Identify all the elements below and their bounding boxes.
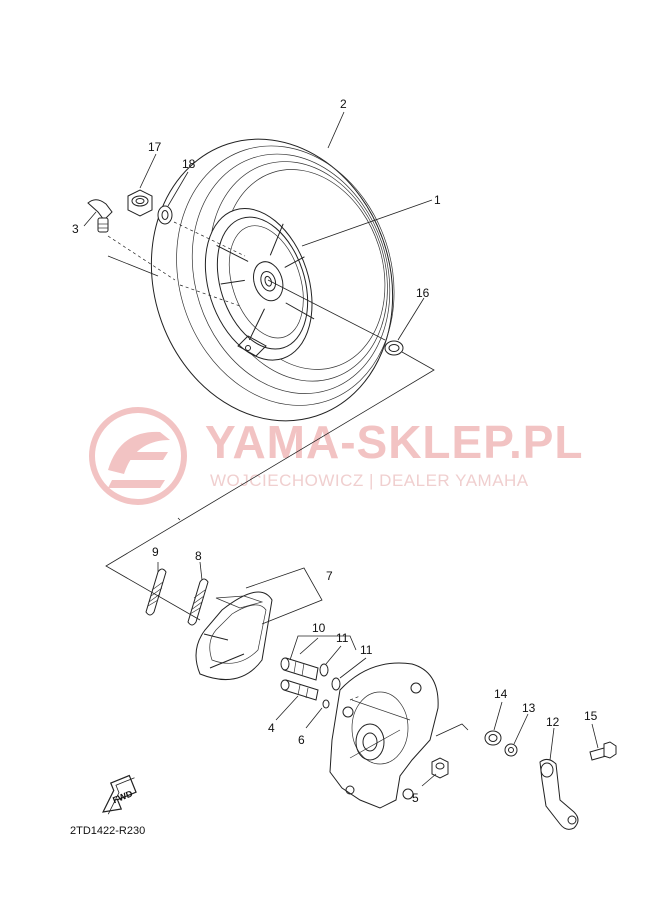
o-ring-11b bbox=[331, 677, 341, 691]
washer-14 bbox=[484, 730, 502, 746]
watermark-logo bbox=[89, 407, 187, 505]
anchor-pin bbox=[280, 679, 319, 701]
callout-18: 18 bbox=[182, 157, 196, 171]
watermark: YAMA-SKLEP.PL WOJCIECHOWICZ | DEALER YAM… bbox=[89, 407, 584, 505]
diagram-code: 2TD1422-R230 bbox=[70, 825, 145, 837]
callout-16: 16 bbox=[416, 286, 430, 300]
o-ring-6 bbox=[322, 699, 330, 709]
callout-10: 10 bbox=[312, 621, 326, 635]
wheel-assembly bbox=[150, 138, 395, 422]
leader-8 bbox=[199, 561, 203, 581]
callout-7: 7 bbox=[326, 569, 333, 583]
watermark-title: YAMA-SKLEP.PL bbox=[205, 416, 584, 468]
leader-11a bbox=[325, 645, 342, 665]
washer-18 bbox=[157, 205, 173, 225]
leader-6 bbox=[305, 707, 323, 729]
plate-nut bbox=[431, 757, 449, 779]
callout-5: 5 bbox=[412, 791, 419, 805]
washer-13 bbox=[504, 743, 518, 757]
leader-10 bbox=[299, 637, 319, 655]
callout-12: 12 bbox=[546, 715, 560, 729]
callout-6: 6 bbox=[298, 733, 305, 747]
callout-9: 9 bbox=[152, 545, 159, 559]
brake-plate bbox=[329, 662, 439, 809]
callout-14: 14 bbox=[494, 687, 508, 701]
callout-1: 1 bbox=[434, 193, 441, 207]
callout-11a: 11 bbox=[336, 631, 349, 645]
brake-cam bbox=[280, 657, 319, 681]
leader-1 bbox=[301, 199, 433, 247]
watermark-subtitle: WOJCIECHOWICZ | DEALER YAMAHA bbox=[210, 471, 529, 490]
callout-15: 15 bbox=[584, 709, 598, 723]
callout-13: 13 bbox=[522, 701, 536, 715]
callout-2: 2 bbox=[340, 97, 347, 111]
callout-8: 8 bbox=[195, 549, 202, 563]
axle-nut bbox=[127, 189, 153, 217]
brake-spring-9 bbox=[145, 568, 167, 616]
callout-17: 17 bbox=[148, 140, 162, 154]
leader-13 bbox=[513, 713, 529, 745]
leader-16 bbox=[397, 297, 425, 341]
leader-17 bbox=[139, 153, 157, 189]
rim bbox=[204, 208, 315, 361]
leader-11b bbox=[339, 657, 367, 679]
circlip-16 bbox=[384, 340, 404, 356]
callout-3: 3 bbox=[72, 222, 79, 236]
leader-18 bbox=[167, 171, 189, 207]
leader-2 bbox=[327, 111, 345, 149]
fwd-arrow-icon: FWD bbox=[101, 774, 137, 815]
brake-lever bbox=[539, 758, 579, 830]
leader-14 bbox=[493, 701, 503, 731]
lever-bolt bbox=[589, 741, 617, 761]
callout-11b: 11 bbox=[360, 643, 373, 657]
callout-4: 4 bbox=[268, 721, 275, 735]
leader-3 bbox=[83, 211, 97, 227]
leader-4 bbox=[275, 695, 299, 721]
brake-shoes bbox=[195, 591, 273, 681]
o-ring-11a bbox=[319, 663, 329, 677]
valve-stem bbox=[87, 199, 113, 233]
leader-12 bbox=[549, 727, 555, 761]
brake-spring-8 bbox=[187, 578, 209, 626]
leader-15 bbox=[591, 723, 599, 749]
leader-5 bbox=[421, 773, 437, 787]
